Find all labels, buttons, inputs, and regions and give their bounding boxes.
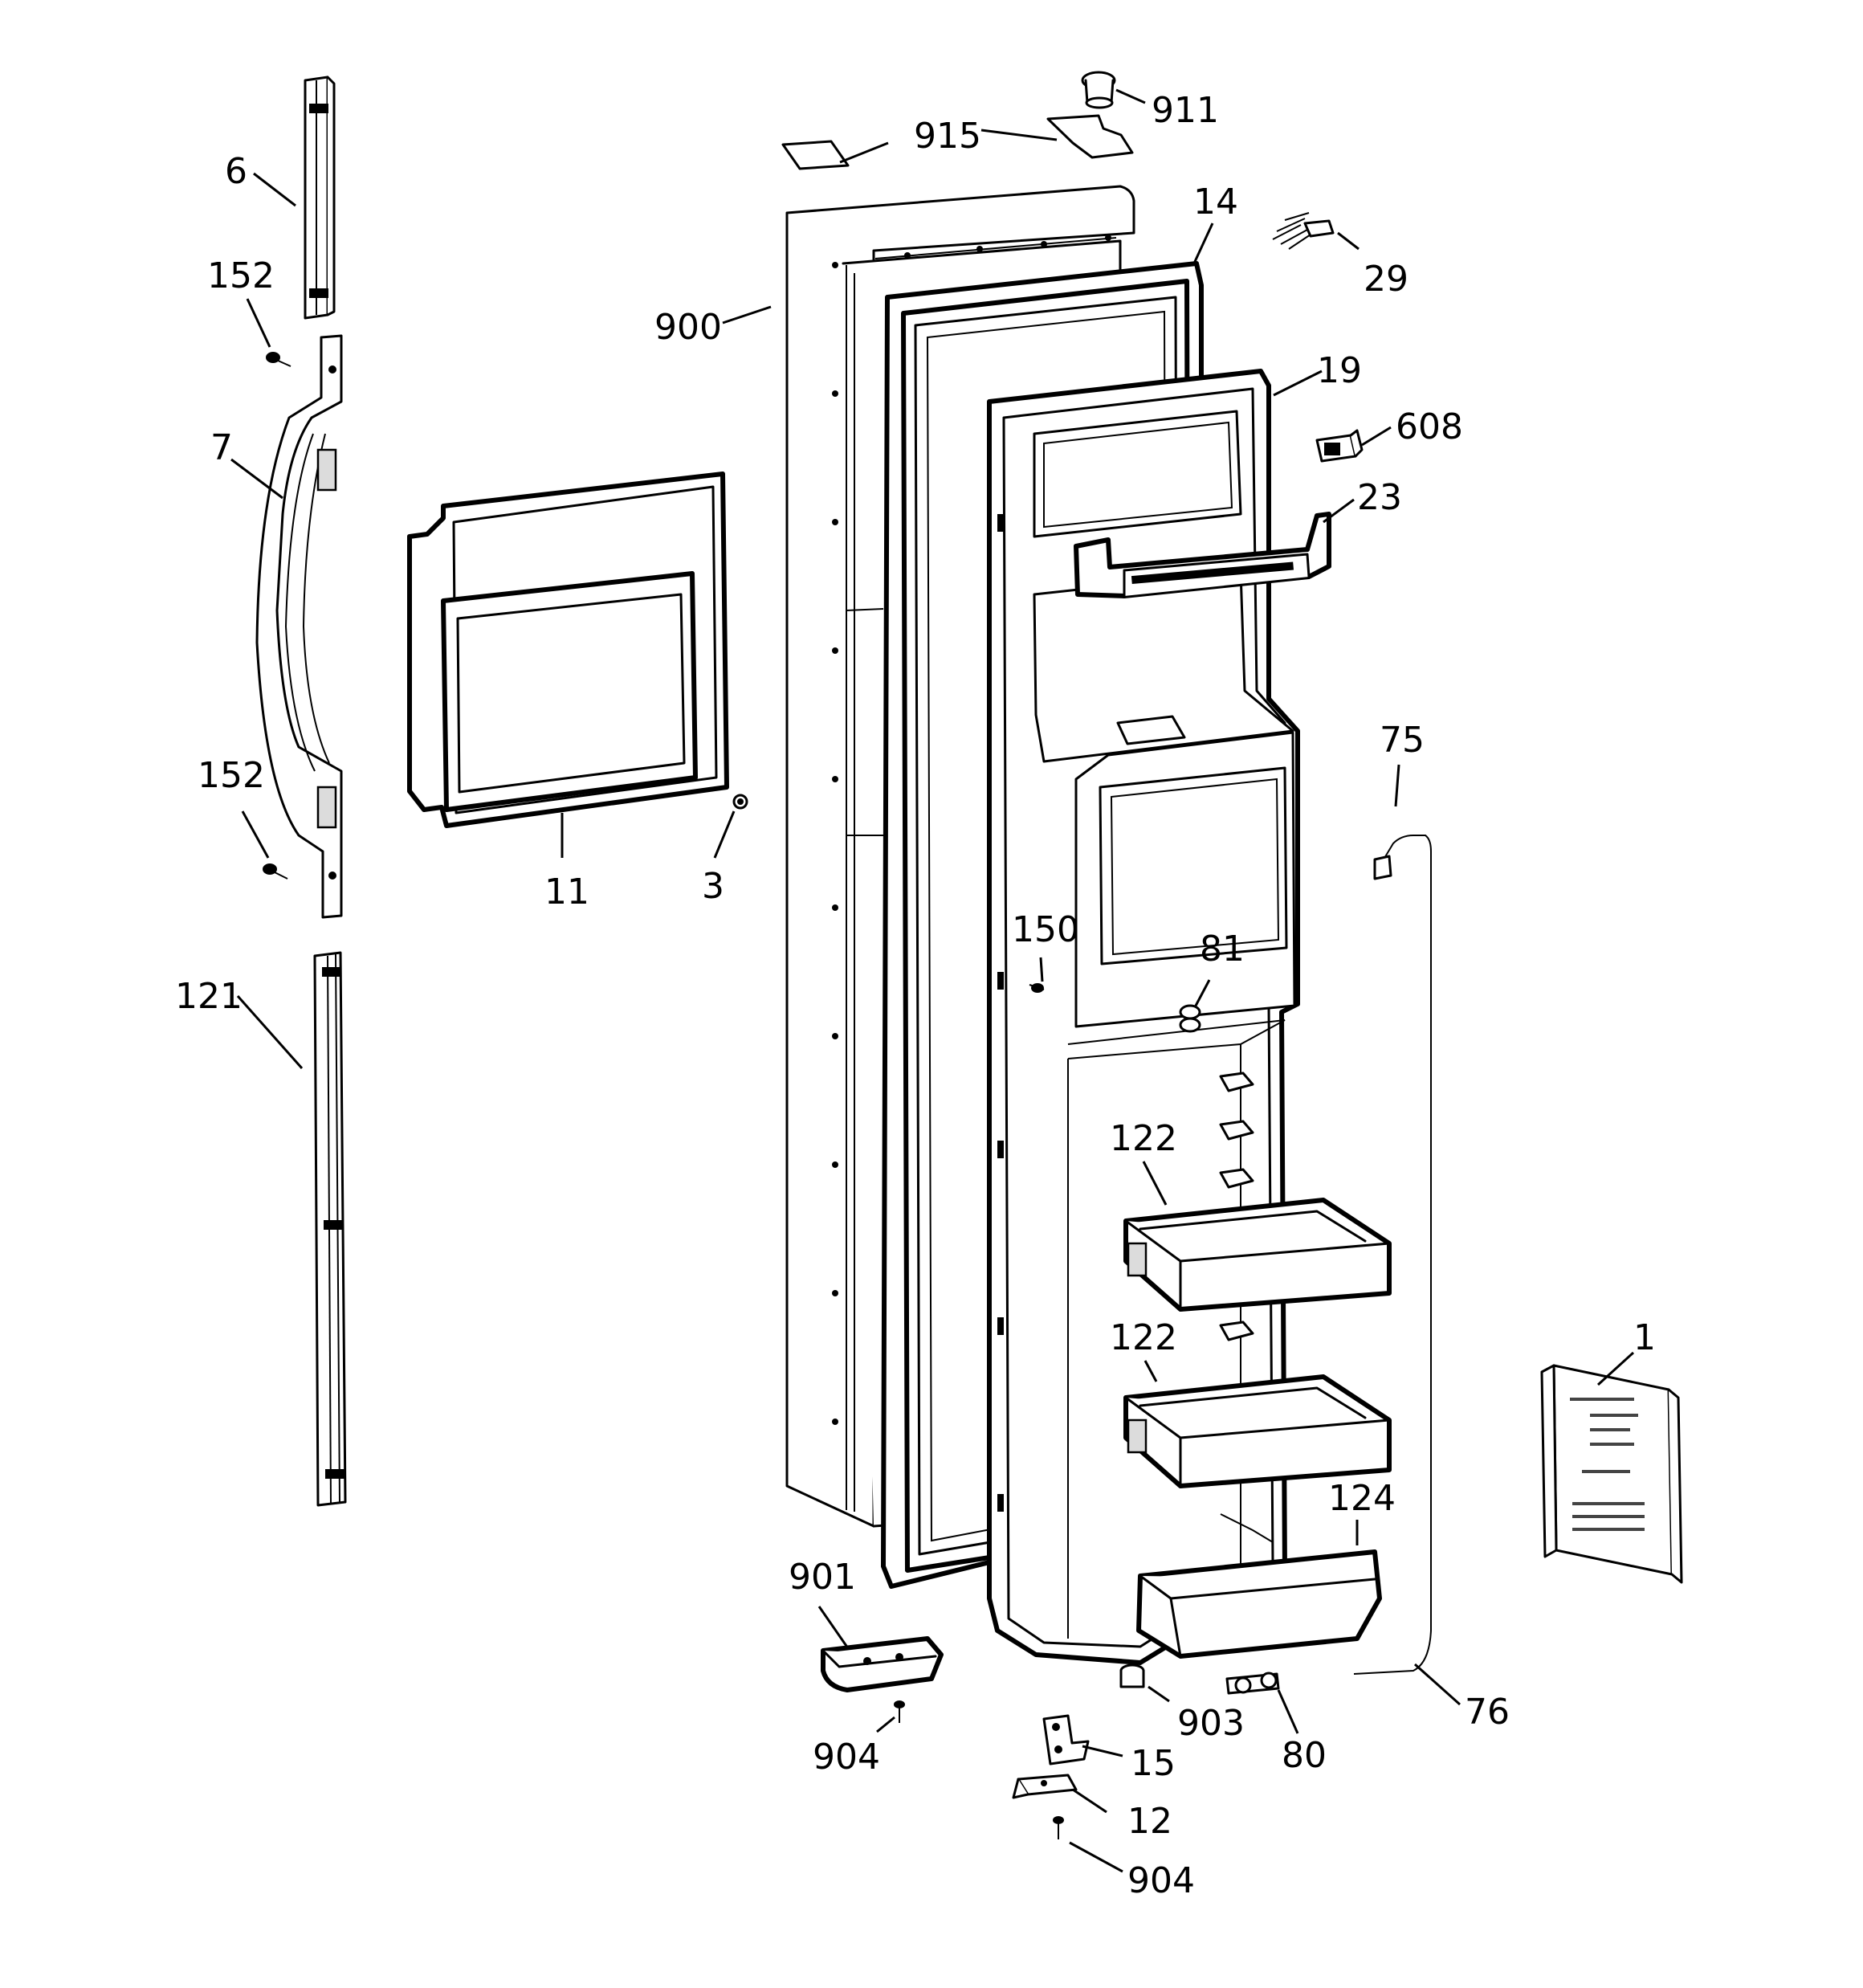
part-1-manual [1540, 1364, 1683, 1584]
part-152-screw-lower [263, 863, 288, 880]
callout-14: 14 [1193, 182, 1238, 222]
leader-lines [230, 88, 1635, 1873]
callout-11: 11 [544, 872, 589, 912]
callout-608: 608 [1396, 406, 1463, 447]
part-901-bracket [821, 1636, 944, 1692]
callout-80: 80 [1282, 1735, 1327, 1776]
callout-121: 121 [175, 976, 243, 1017]
part-81-plug [1179, 1004, 1201, 1033]
callout-76: 76 [1465, 1692, 1510, 1733]
part-150-screw [1029, 983, 1045, 993]
callout-150: 150 [1012, 909, 1079, 950]
part-904-screw-upper [894, 1700, 905, 1723]
part-23-upper-bin [1074, 512, 1331, 598]
part-915-pad-left [781, 140, 850, 170]
part-75-76-water-tube [1353, 835, 1432, 1675]
callout-915: 915 [914, 116, 981, 157]
callout-122-lower: 122 [1110, 1317, 1177, 1358]
callout-1: 1 [1633, 1317, 1656, 1358]
part-121-lower-trim [313, 951, 347, 1507]
part-124-bottom-bin [1136, 1549, 1382, 1659]
part-11-panel [407, 471, 729, 828]
part-80-hinge-pin [1225, 1672, 1280, 1695]
part-6-upper-trim [304, 76, 336, 320]
callout-19: 19 [1317, 350, 1362, 391]
callout-124: 124 [1328, 1478, 1396, 1519]
part-152-screw-upper [266, 352, 291, 367]
part-29-wire-harness [1272, 212, 1335, 250]
callout-901: 901 [789, 1557, 856, 1598]
callout-6: 6 [225, 151, 247, 192]
callout-23: 23 [1357, 477, 1402, 518]
part-911-cap [1081, 71, 1116, 109]
part-122-bin-lower [1123, 1374, 1392, 1488]
callout-81: 81 [1200, 929, 1245, 970]
callout-911: 911 [1152, 90, 1219, 131]
part-3-nut [732, 794, 748, 810]
callout-900: 900 [654, 307, 722, 348]
callout-29: 29 [1364, 259, 1408, 300]
callout-152-upper: 152 [207, 255, 275, 296]
callout-12: 12 [1127, 1801, 1172, 1842]
part-15-hinge [1042, 1714, 1090, 1766]
callout-903: 903 [1177, 1703, 1245, 1744]
callout-3: 3 [702, 866, 724, 907]
part-12-hinge-plate [1012, 1774, 1078, 1799]
callout-904-bottom: 904 [1127, 1860, 1195, 1901]
part-7-handle [255, 334, 343, 919]
callout-15: 15 [1131, 1743, 1176, 1784]
part-122-bin-upper [1123, 1198, 1392, 1312]
part-19-inner-liner [987, 369, 1300, 1665]
part-903-bushing [1119, 1663, 1145, 1688]
part-915-pad-right [1046, 114, 1134, 159]
callout-75: 75 [1380, 720, 1425, 761]
callout-7: 7 [210, 427, 233, 468]
callout-904-left: 904 [813, 1737, 880, 1778]
callout-152-lower: 152 [198, 755, 265, 796]
part-608-switch [1315, 429, 1364, 463]
callout-122-upper: 122 [1110, 1118, 1177, 1159]
callout-labels: 6 152 7 152 121 11 3 915 911 900 14 29 1… [175, 90, 1656, 1901]
part-904-screw-lower [1053, 1816, 1064, 1839]
